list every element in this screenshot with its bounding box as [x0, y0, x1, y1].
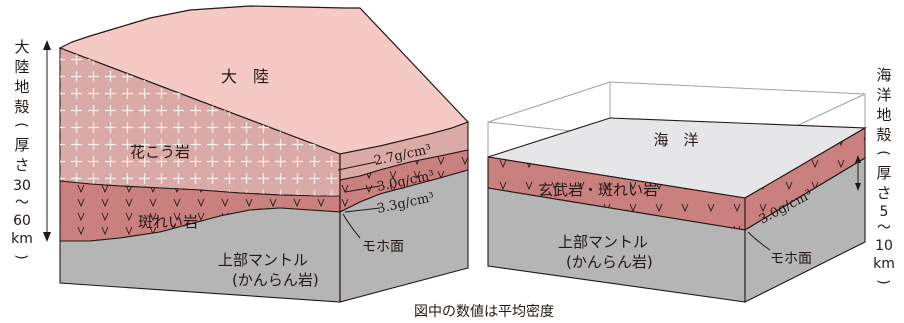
svg-text:(: ( — [13, 122, 29, 127]
svg-text:大: 大 — [14, 38, 29, 56]
moho-leader-left — [342, 213, 361, 239]
svg-text:30: 30 — [13, 178, 31, 194]
svg-text:(: ( — [875, 150, 891, 155]
svg-text:60: 60 — [13, 213, 31, 229]
svg-text:海: 海 — [876, 66, 891, 84]
mantle-label-left-2: (かんらん岩) — [232, 271, 319, 289]
svg-text:): ) — [13, 254, 29, 259]
continental-thickness-arrow — [43, 40, 51, 242]
svg-text:地: 地 — [876, 106, 891, 124]
svg-text:5: 5 — [880, 204, 889, 220]
oceanic-block — [487, 81, 867, 303]
svg-text:10: 10 — [875, 238, 893, 254]
granite-label: 花こう岩 — [130, 143, 190, 161]
continental-block — [58, 5, 470, 303]
mantle-label-right-2: (かんらん岩) — [566, 253, 653, 271]
oceanic-crust-label: 玄武岩・斑れい岩 — [538, 181, 658, 199]
svg-text:): ) — [875, 279, 891, 284]
continental-thickness-label: 大 陸 地 殻 ( 厚 さ 30 〜 60 km ) — [11, 38, 33, 260]
svg-text:殻: 殻 — [14, 98, 29, 116]
moho-label-right: モホ面 — [770, 251, 812, 267]
svg-text:厚: 厚 — [14, 136, 29, 154]
oceanic-thickness-arrow — [855, 155, 861, 191]
continent-label: 大 陸 — [221, 67, 269, 86]
svg-text:〜: 〜 — [877, 220, 891, 236]
svg-text:地: 地 — [14, 78, 29, 96]
svg-text:陸: 陸 — [14, 58, 29, 76]
svg-text:さ: さ — [14, 156, 29, 174]
svg-text:〜: 〜 — [15, 195, 29, 211]
moho-leader-right — [747, 231, 771, 251]
svg-text:厚: 厚 — [876, 164, 891, 182]
oceanic-mantle-side — [744, 157, 866, 303]
svg-text:殻: 殻 — [876, 126, 891, 144]
oceanic-thickness-label: 海 洋 地 殻 ( 厚 さ 5 〜 10 km ) — [873, 66, 895, 285]
mantle-side — [339, 169, 469, 303]
svg-text:洋: 洋 — [876, 86, 891, 104]
gabbro-label: 斑れい岩 — [138, 213, 198, 231]
ocean-label: 海 洋 — [653, 131, 698, 149]
svg-text:km: km — [11, 231, 33, 247]
svg-text:km: km — [873, 256, 895, 272]
mantle-label-right-1: 上部マントル — [558, 233, 648, 251]
moho-label-left: モホ面 — [362, 239, 404, 255]
svg-text:さ: さ — [876, 184, 891, 202]
mantle-label-left-1: 上部マントル — [218, 251, 308, 269]
caption: 図中の数値は平均密度 — [414, 303, 554, 320]
